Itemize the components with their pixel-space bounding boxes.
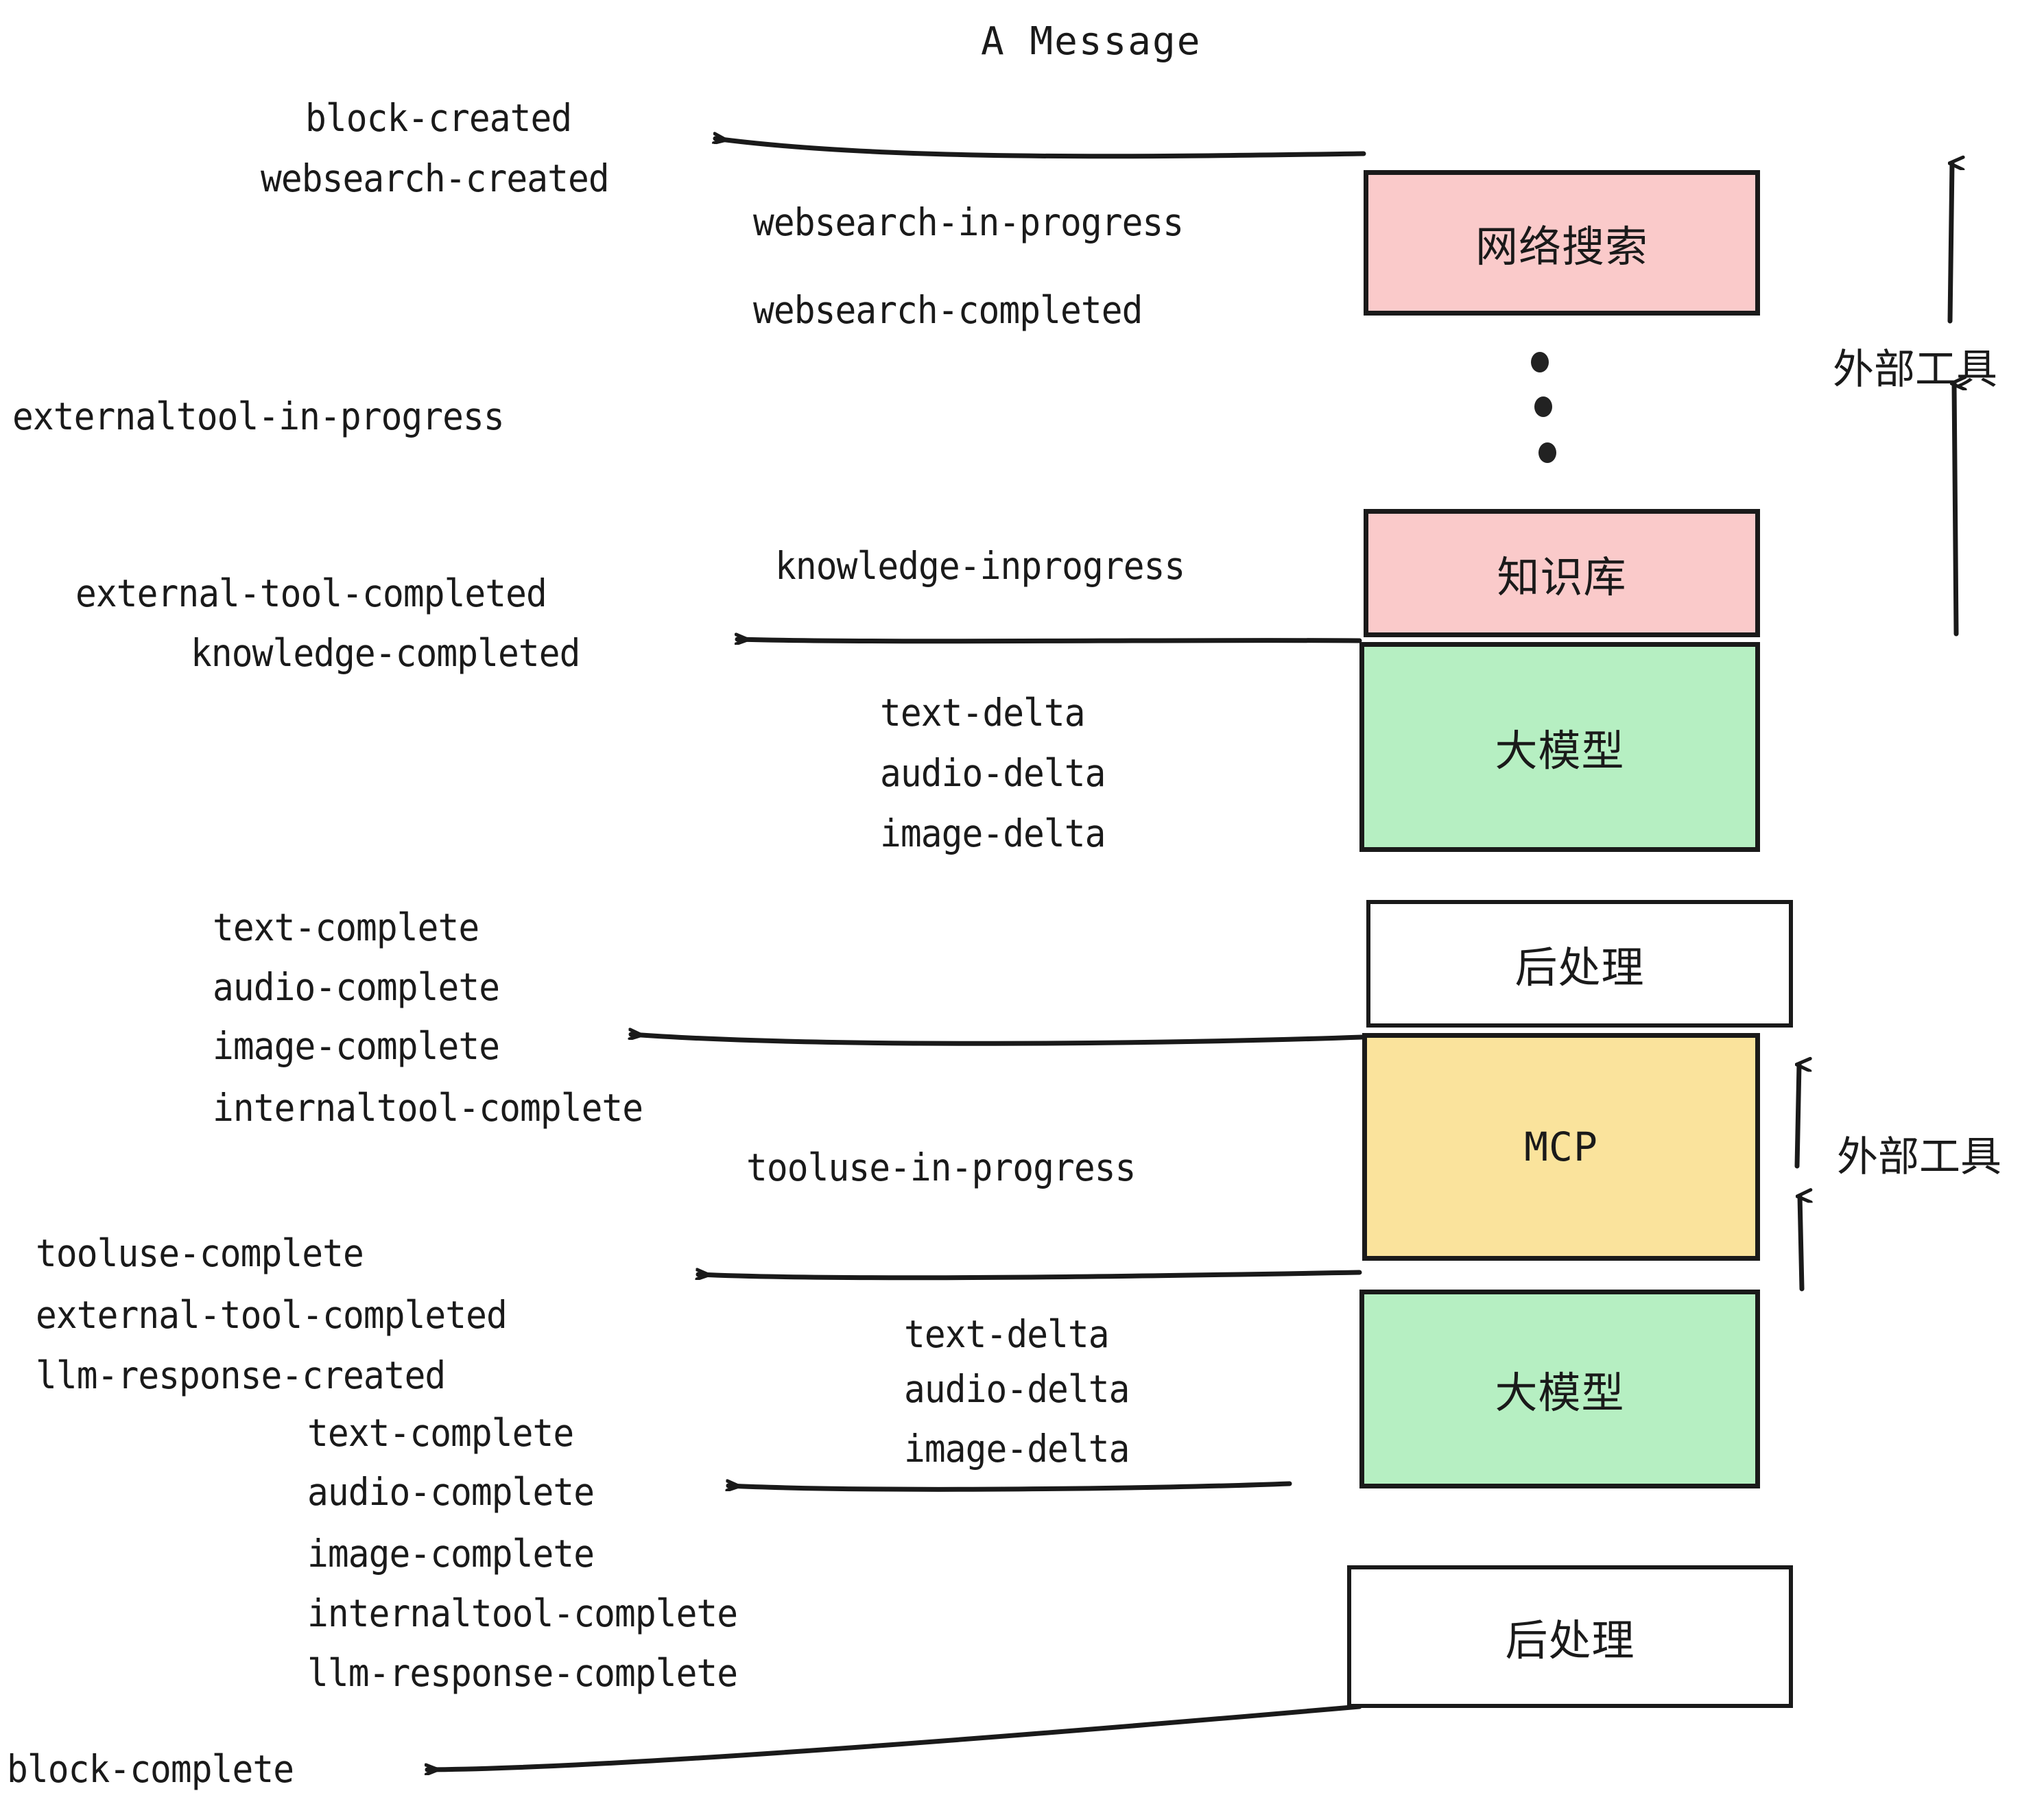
external-tools-top-arrow xyxy=(1947,163,1956,637)
node-websearch-label: 网络搜索 xyxy=(1475,222,1648,272)
side-label-external-tools-top: 外部工具 xyxy=(1833,346,1997,394)
event-internaltool-complete-1: internaltool-complete xyxy=(213,1086,643,1130)
event-tooluse-complete: tooluse-complete xyxy=(36,1231,364,1275)
event-audio-delta-2: audio-delta xyxy=(904,1367,1130,1411)
arrow-llm-to-knowledge-completed xyxy=(737,639,1362,641)
ellipsis-dot-1 xyxy=(1531,352,1549,372)
arrow-postprocess-to-block-complete xyxy=(427,1704,1362,1770)
event-websearch-in-progress: websearch-in-progress xyxy=(753,200,1184,244)
node-llm-top-label: 大模型 xyxy=(1495,726,1625,776)
event-external-tool-completed-2: external-tool-completed xyxy=(36,1293,508,1337)
event-text-delta-1: text-delta xyxy=(880,691,1086,735)
node-websearch[interactable]: 网络搜索 xyxy=(1364,170,1760,316)
event-llm-response-created: llm-response-created xyxy=(36,1353,446,1397)
event-image-complete-1: image-complete xyxy=(213,1024,500,1068)
node-knowledge[interactable]: 知识库 xyxy=(1364,509,1760,637)
node-llm-top[interactable]: 大模型 xyxy=(1359,642,1760,852)
external-tools-bottom-arrow xyxy=(1794,1065,1802,1292)
event-externaltool-in-progress: externaltool-in-progress xyxy=(12,394,505,438)
node-mcp-label: MCP xyxy=(1524,1124,1598,1170)
node-postprocess-top-label: 后处理 xyxy=(1514,942,1645,993)
event-websearch-created: websearch-created xyxy=(261,156,610,200)
event-knowledge-inprogress: knowledge-inprogress xyxy=(775,544,1185,588)
event-block-created: block-created xyxy=(305,96,572,140)
event-text-complete-1: text-complete xyxy=(213,905,479,949)
event-websearch-completed: websearch-completed xyxy=(753,288,1143,332)
event-internaltool-complete-2: internaltool-complete xyxy=(307,1591,738,1635)
arrow-mcp-to-image-complete xyxy=(631,1034,1365,1046)
event-llm-response-complete: llm-response-complete xyxy=(307,1651,738,1695)
node-postprocess-bottom-label: 后处理 xyxy=(1505,1615,1635,1665)
event-text-complete-2: text-complete xyxy=(307,1411,574,1455)
node-postprocess-bottom[interactable]: 后处理 xyxy=(1347,1565,1793,1708)
event-text-delta-2: text-delta xyxy=(904,1312,1110,1356)
node-knowledge-label: 知识库 xyxy=(1497,551,1627,602)
event-image-complete-2: image-complete xyxy=(307,1532,595,1576)
node-postprocess-top[interactable]: 后处理 xyxy=(1366,900,1793,1028)
event-audio-complete-1: audio-complete xyxy=(213,965,500,1009)
ellipsis-dot-3 xyxy=(1538,442,1556,463)
side-label-external-tools-bottom: 外部工具 xyxy=(1837,1133,2001,1181)
event-image-delta-2: image-delta xyxy=(904,1427,1130,1471)
event-block-complete: block-complete xyxy=(7,1747,294,1791)
event-image-delta-1: image-delta xyxy=(880,811,1106,855)
event-tooluse-in-progress: tooluse-in-progress xyxy=(746,1146,1136,1189)
event-audio-delta-1: audio-delta xyxy=(880,751,1106,795)
arrow-websearch-to-block-created xyxy=(715,139,1366,159)
page-title: A Message xyxy=(981,19,1202,64)
node-mcp[interactable]: MCP xyxy=(1362,1033,1760,1261)
arrow-llm-bottom-to-audio-complete xyxy=(728,1484,1292,1489)
arrow-llm-bottom-to-tooluse-complete xyxy=(698,1272,1362,1278)
event-audio-complete-2: audio-complete xyxy=(307,1470,595,1514)
event-knowledge-completed: knowledge-completed xyxy=(191,631,580,675)
node-llm-bottom[interactable]: 大模型 xyxy=(1359,1290,1760,1488)
node-llm-bottom-label: 大模型 xyxy=(1495,1368,1625,1418)
ellipsis-dot-2 xyxy=(1534,396,1552,417)
event-external-tool-completed-1: external-tool-completed xyxy=(75,571,547,615)
